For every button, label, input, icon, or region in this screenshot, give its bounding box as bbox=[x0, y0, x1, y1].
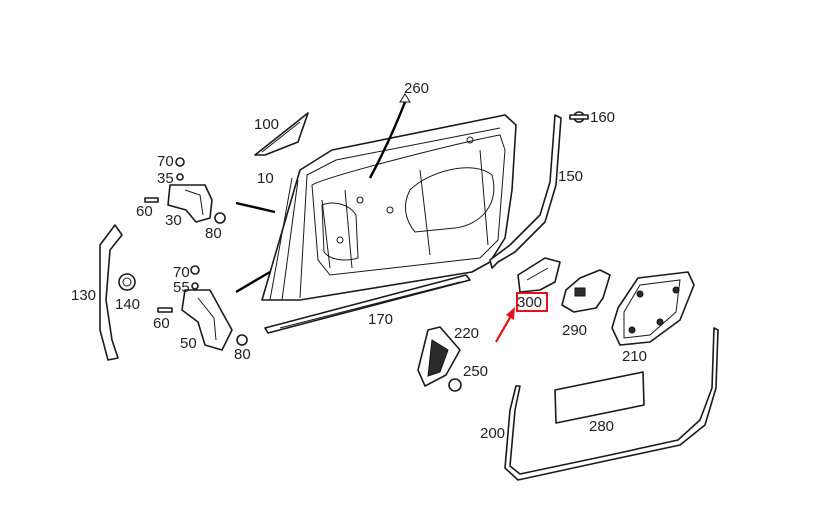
label-55: 55 bbox=[173, 279, 190, 296]
label-130: 130 bbox=[71, 287, 96, 304]
leader-lines bbox=[235, 93, 411, 294]
label-60-lower: 60 bbox=[153, 315, 170, 332]
label-60-upper: 60 bbox=[136, 203, 153, 220]
part-round-seal[interactable] bbox=[448, 378, 462, 392]
part-lower-hinge[interactable] bbox=[181, 289, 233, 351]
label-80-upper: 80 bbox=[205, 225, 222, 242]
label-200: 200 bbox=[480, 425, 505, 442]
part-grommet[interactable] bbox=[118, 273, 136, 291]
hinge-fasteners bbox=[144, 157, 248, 346]
label-140: 140 bbox=[115, 296, 140, 313]
pointer-arrow bbox=[495, 307, 515, 343]
label-50: 50 bbox=[180, 335, 197, 352]
label-80-lower: 80 bbox=[234, 346, 251, 363]
label-300[interactable]: 300 bbox=[517, 294, 542, 311]
label-30: 30 bbox=[165, 212, 182, 229]
label-10: 10 bbox=[257, 170, 274, 187]
label-210: 210 bbox=[622, 348, 647, 365]
part-mirror-triangle-detail bbox=[261, 121, 301, 153]
label-280: 280 bbox=[589, 418, 614, 435]
label-35: 35 bbox=[157, 170, 174, 187]
part-pillar-trim[interactable] bbox=[99, 224, 123, 361]
part-door-module[interactable] bbox=[611, 271, 695, 346]
part-insulation-pad[interactable] bbox=[554, 371, 645, 424]
label-70-upper: 70 bbox=[157, 153, 174, 170]
label-70-lower: 70 bbox=[173, 264, 190, 281]
part-latch[interactable] bbox=[561, 269, 611, 313]
part-upper-hinge[interactable] bbox=[167, 184, 213, 223]
label-250: 250 bbox=[463, 363, 488, 380]
part-mirror-triangle[interactable] bbox=[254, 112, 309, 156]
label-170: 170 bbox=[368, 311, 393, 328]
label-100: 100 bbox=[254, 116, 279, 133]
part-window-regulator[interactable] bbox=[417, 326, 461, 387]
part-door-shell[interactable] bbox=[261, 114, 517, 301]
highlight-box bbox=[516, 292, 548, 312]
part-lock-mechanism[interactable] bbox=[517, 257, 561, 293]
part-window-trim[interactable] bbox=[489, 114, 562, 269]
label-220: 220 bbox=[454, 325, 479, 342]
label-290: 290 bbox=[562, 322, 587, 339]
part-door-seal[interactable] bbox=[504, 327, 719, 481]
label-160: 160 bbox=[590, 109, 615, 126]
part-sill-strip-detail bbox=[279, 281, 461, 329]
label-150: 150 bbox=[558, 168, 583, 185]
label-260: 260 bbox=[404, 80, 429, 97]
part-clip[interactable] bbox=[569, 111, 589, 123]
